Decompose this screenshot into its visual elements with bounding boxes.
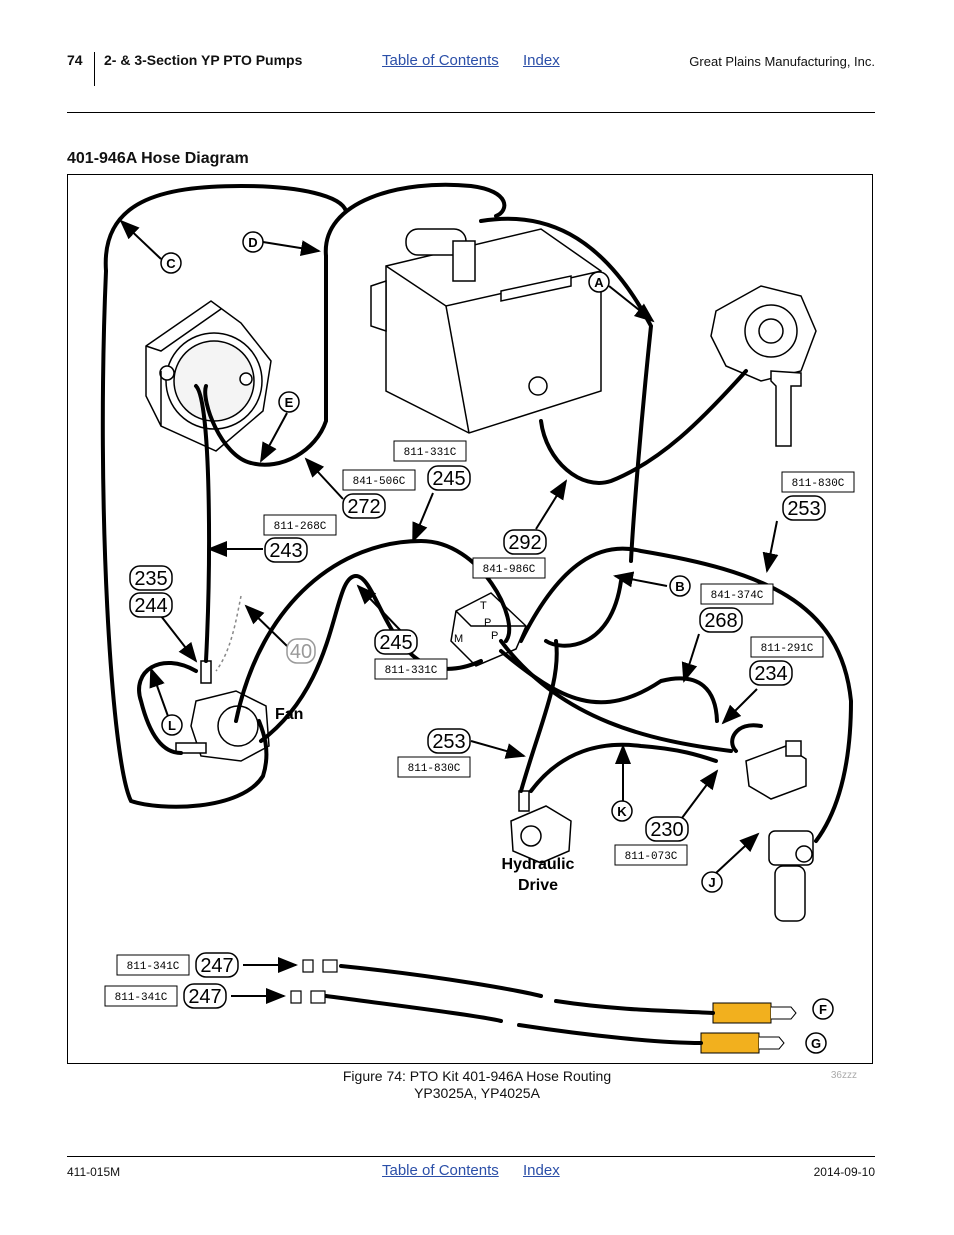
marker-f-text: F bbox=[819, 1002, 827, 1017]
marker-l bbox=[161, 714, 183, 736]
callout-245-lower: 245 bbox=[379, 632, 412, 654]
callout-292: 292 bbox=[508, 532, 541, 554]
marker-a-text: A bbox=[594, 275, 604, 290]
figure-caption-line2: YP3025A, YP4025A bbox=[414, 1085, 540, 1101]
header-rule bbox=[67, 112, 875, 113]
hoses bbox=[100, 182, 854, 1045]
valve-port-p1: P bbox=[484, 617, 491, 629]
marker-e bbox=[278, 391, 300, 413]
valve-port-p2: P bbox=[491, 630, 498, 642]
reservoir-tank bbox=[370, 228, 602, 434]
part-811-830C-center: 811-830C bbox=[408, 763, 461, 775]
callout-247-lower: 247 bbox=[188, 986, 221, 1008]
diagram-title: 401-946A Hose Diagram bbox=[67, 150, 249, 167]
callout-234: 234 bbox=[754, 663, 787, 685]
callout-247-upper: 247 bbox=[200, 955, 233, 977]
marker-g-text: G bbox=[811, 1036, 821, 1051]
callout-268: 268 bbox=[704, 610, 737, 632]
valve-port-t: T bbox=[480, 600, 487, 612]
marker-j bbox=[701, 871, 723, 893]
image-code: 36zzz bbox=[830, 1070, 857, 1081]
letter-markers: C D A E B L K J F G bbox=[160, 231, 834, 1054]
part-841-986C: 841-986C bbox=[483, 564, 536, 576]
callout-230: 230 bbox=[650, 819, 683, 841]
doc-number: 411-015M bbox=[67, 1165, 121, 1179]
fan-housing bbox=[145, 300, 272, 452]
marker-b bbox=[669, 575, 691, 597]
coupler-g bbox=[700, 1032, 760, 1054]
toc-link-top[interactable]: Table of Contents bbox=[382, 52, 499, 69]
callouts: 272 245 243 235 244 40 245 292 253 268 2… bbox=[129, 465, 826, 1009]
diagram-frame: C D A E B L K J F G 272 245 243 235 244 … bbox=[67, 174, 873, 1064]
marker-e-text: E bbox=[285, 395, 294, 410]
hydraulic-drive-motor bbox=[510, 790, 572, 864]
hydraulic-drive-label-1: Hydraulic bbox=[502, 856, 575, 873]
marker-k-text: K bbox=[617, 804, 627, 819]
callout-253-center: 253 bbox=[432, 731, 465, 753]
hose-diagram: C D A E B L K J F G 272 245 243 235 244 … bbox=[100, 182, 855, 1054]
header-divider bbox=[94, 52, 95, 86]
page-number: 74 bbox=[67, 52, 83, 68]
marker-l-text: L bbox=[168, 718, 176, 733]
callout-245-upper: 245 bbox=[432, 468, 465, 490]
leader-arrows bbox=[119, 219, 779, 1004]
fan-label: Fan bbox=[275, 706, 303, 723]
index-link-top[interactable]: Index bbox=[523, 52, 560, 69]
part-811-331C-lower: 811-331C bbox=[385, 665, 438, 677]
toc-link-bottom[interactable]: Table of Contents bbox=[382, 1162, 499, 1179]
hydraulic-drive-label-2: Drive bbox=[518, 877, 558, 894]
marker-d-text: D bbox=[248, 235, 257, 250]
part-841-374C: 841-374C bbox=[711, 590, 764, 602]
valve-port-m: M bbox=[454, 633, 463, 645]
marker-c bbox=[160, 252, 182, 274]
doc-date: 2014-09-10 bbox=[813, 1165, 875, 1179]
marker-c-text: C bbox=[166, 256, 176, 271]
marker-k bbox=[611, 800, 633, 822]
marker-b-text: B bbox=[675, 579, 684, 594]
footer-rule bbox=[67, 1156, 875, 1157]
callout-272: 272 bbox=[347, 496, 380, 518]
marker-f bbox=[812, 998, 834, 1020]
marker-a bbox=[588, 271, 610, 293]
marker-j-text: J bbox=[708, 875, 715, 890]
filter bbox=[768, 830, 814, 922]
part-841-506C: 841-506C bbox=[353, 476, 406, 488]
fan-motor bbox=[175, 660, 270, 762]
figure-caption-line1: Figure 74: PTO Kit 401-946A Hose Routing bbox=[342, 1068, 612, 1084]
company-name: Great Plains Manufacturing, Inc. bbox=[689, 54, 875, 69]
coupler-f bbox=[712, 1002, 772, 1024]
pto-pump bbox=[710, 285, 817, 447]
part-811-268C: 811-268C bbox=[274, 521, 327, 533]
part-numbers: 811-331C 841-506C 811-268C 841-986C 811-… bbox=[104, 440, 855, 1007]
part-811-341C-lower: 811-341C bbox=[115, 992, 168, 1004]
index-link-bottom[interactable]: Index bbox=[523, 1162, 560, 1179]
part-811-341C-upper: 811-341C bbox=[127, 961, 180, 973]
section-name: 2- & 3-Section YP PTO Pumps bbox=[104, 52, 303, 68]
callout-235: 235 bbox=[134, 568, 167, 590]
marker-d bbox=[242, 231, 264, 253]
callout-40: 40 bbox=[290, 641, 312, 663]
callout-243: 243 bbox=[269, 540, 302, 562]
callout-244: 244 bbox=[134, 595, 167, 617]
part-811-073C: 811-073C bbox=[625, 851, 678, 863]
part-811-291C: 811-291C bbox=[761, 643, 814, 655]
marker-g bbox=[805, 1032, 827, 1054]
solenoid-valve bbox=[745, 740, 807, 800]
part-811-830C-right: 811-830C bbox=[792, 478, 845, 490]
part-811-331C-upper: 811-331C bbox=[404, 447, 457, 459]
callout-253-right: 253 bbox=[787, 498, 820, 520]
